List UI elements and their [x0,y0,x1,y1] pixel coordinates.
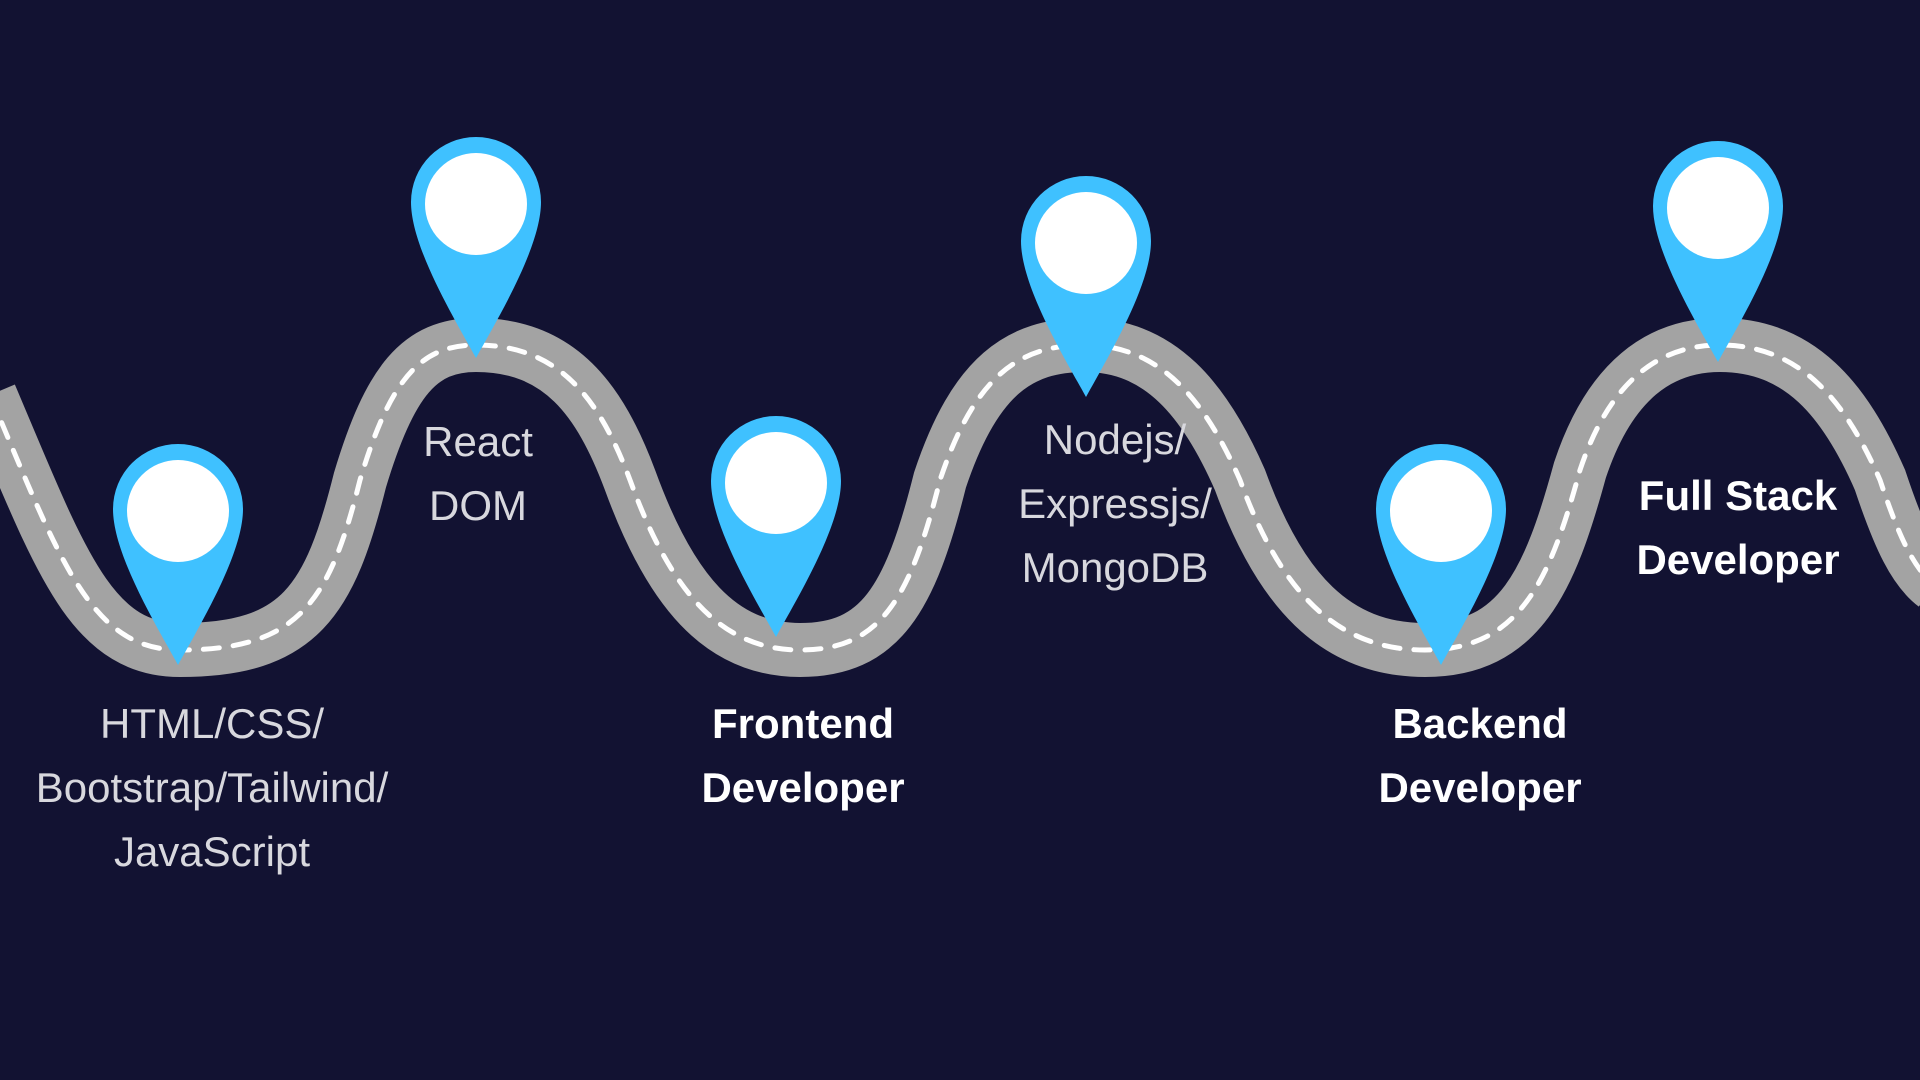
milestone-label-line: Developer [1378,764,1582,811]
map-pin-icon [1376,444,1506,665]
map-pin-icon [411,137,541,358]
milestone-label-line: Nodejs/ [1043,416,1187,463]
pin-center [1035,192,1137,294]
milestone-label-line: HTML/CSS/ [99,700,325,747]
milestone-label-line: DOM [429,482,527,529]
map-pin-icon [113,444,243,665]
milestone-label-line: MongoDB [1021,544,1209,591]
pin-center [725,432,827,534]
pin-center [127,460,229,562]
milestone-label-line: Full Stack [1638,472,1838,519]
map-pin-icon [1021,176,1151,397]
pin-center [425,153,527,255]
map-pin-icon [711,416,841,637]
milestone-label-line: Expressjs/ [1018,480,1212,527]
milestone-label-line: Developer [701,764,905,811]
map-pin-icon [1653,141,1783,362]
road-center-dashes [0,342,1920,653]
milestone-label-line: JavaScript [113,828,311,875]
milestone-label-line: Bootstrap/Tailwind/ [35,764,389,811]
milestone-label-line: Backend [1392,700,1568,747]
milestone-label-line: Frontend [712,700,894,747]
milestone-label-line: Developer [1636,536,1840,583]
pin-center [1667,157,1769,259]
milestone-label-line: React [423,418,533,465]
pin-center [1390,460,1492,562]
milestone-label: HTML/CSS/Bootstrap/Tailwind/JavaScript [0,692,472,884]
milestone-label: Nodejs/Expressjs/MongoDB [855,408,1375,600]
